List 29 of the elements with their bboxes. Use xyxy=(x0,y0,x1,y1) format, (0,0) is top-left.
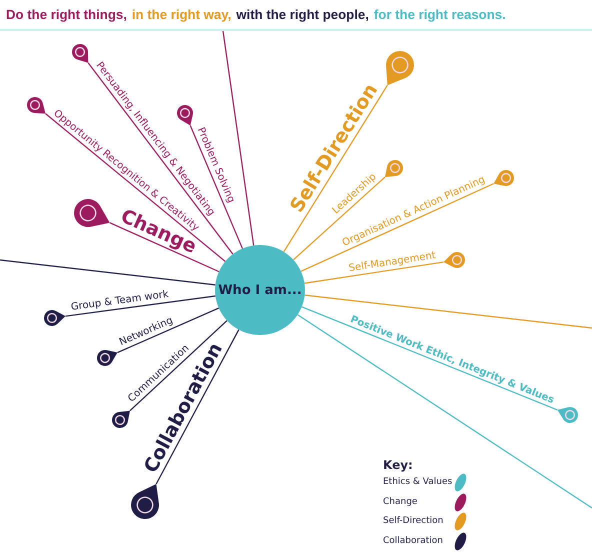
pin-connector xyxy=(73,198,220,272)
legend-label: Change xyxy=(383,496,418,506)
title-phrase: in the right way, xyxy=(132,7,232,22)
legend-label: Self-Direction xyxy=(383,516,444,526)
pin-connector xyxy=(96,308,220,367)
pin-connector xyxy=(300,169,515,272)
title-phrase: Do the right things, xyxy=(6,7,127,22)
title-phrase: for the right reasons. xyxy=(374,7,506,22)
legend-label: Collaboration xyxy=(383,536,443,546)
pin-connector xyxy=(304,251,466,284)
title-phrase: with the right people, xyxy=(236,7,369,22)
spoke-line xyxy=(304,294,592,329)
pin-connector xyxy=(26,96,226,262)
pin-connector xyxy=(111,320,228,429)
hub-circle xyxy=(215,245,305,335)
pin-connector xyxy=(176,104,243,249)
hub-label: Who I am... xyxy=(218,282,302,298)
pin-connector xyxy=(43,295,216,327)
legend-label: Ethics & Values xyxy=(383,477,452,487)
spoke-line xyxy=(297,314,592,508)
skill-label: Group & Team work xyxy=(70,289,170,314)
pin-connector xyxy=(130,329,240,520)
legend-heading: Key: xyxy=(383,458,413,472)
pin-connector xyxy=(283,50,415,252)
pin-connector xyxy=(292,159,404,260)
pin-connector xyxy=(71,43,234,254)
pin-connector xyxy=(302,306,579,424)
spoke-line xyxy=(0,259,216,286)
spoke-line xyxy=(222,30,254,246)
